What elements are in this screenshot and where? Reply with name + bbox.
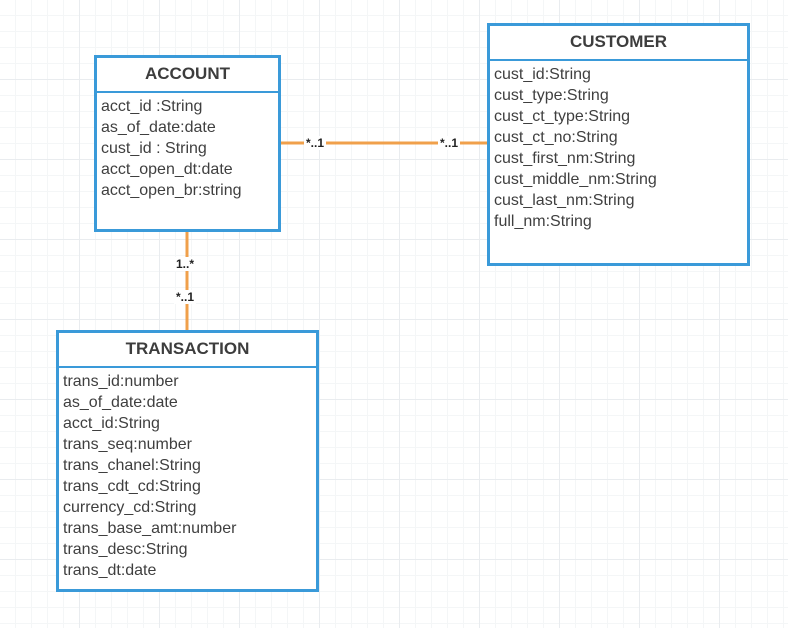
transaction-attribute: trans_base_amt:number <box>63 520 237 537</box>
account-attribute: cust_id : String <box>101 140 207 157</box>
customer-attribute: cust_last_nm:String <box>494 192 635 209</box>
transaction-attribute: trans_id:number <box>63 373 179 390</box>
customer-attribute: cust_first_nm:String <box>494 150 636 167</box>
account-attribute: acct_id :String <box>101 98 203 115</box>
customer-attribute: cust_type:String <box>494 87 609 104</box>
transaction-attribute: trans_seq:number <box>63 436 192 453</box>
account-title: ACCOUNT <box>97 58 278 93</box>
multiplicity-account-transaction-account-end: 1..* <box>174 257 197 271</box>
transaction-attribute-list: trans_id:number as_of_date:date acct_id:… <box>59 368 316 581</box>
account-entity[interactable]: ACCOUNT acct_id :String as_of_date:date … <box>94 55 281 232</box>
account-attribute: acct_open_dt:date <box>101 161 233 178</box>
customer-attribute: cust_ct_no:String <box>494 129 618 146</box>
multiplicity-account-customer-account-end: *..1 <box>304 136 327 150</box>
customer-attribute: cust_id:String <box>494 66 591 83</box>
customer-attribute: full_nm:String <box>494 213 592 230</box>
customer-entity[interactable]: CUSTOMER cust_id:String cust_type:String… <box>487 23 750 266</box>
customer-attribute: cust_middle_nm:String <box>494 171 657 188</box>
customer-title: CUSTOMER <box>490 26 747 61</box>
customer-attribute: cust_ct_type:String <box>494 108 631 125</box>
transaction-attribute: currency_cd:String <box>63 499 197 516</box>
account-attribute: as_of_date:date <box>101 119 216 136</box>
multiplicity-account-transaction-transaction-end: *..1 <box>174 290 197 304</box>
transaction-attribute: trans_chanel:String <box>63 457 201 474</box>
transaction-attribute: trans_dt:date <box>63 562 157 579</box>
account-attribute: acct_open_br:string <box>101 182 242 199</box>
transaction-attribute: acct_id:String <box>63 415 160 432</box>
transaction-entity[interactable]: TRANSACTION trans_id:number as_of_date:d… <box>56 330 319 592</box>
transaction-attribute: trans_cdt_cd:String <box>63 478 201 495</box>
transaction-attribute: trans_desc:String <box>63 541 188 558</box>
transaction-title: TRANSACTION <box>59 333 316 368</box>
transaction-attribute: as_of_date:date <box>63 394 178 411</box>
multiplicity-account-customer-customer-end: *..1 <box>438 136 461 150</box>
account-attribute-list: acct_id :String as_of_date:date cust_id … <box>97 93 278 201</box>
customer-attribute-list: cust_id:String cust_type:String cust_ct_… <box>490 61 747 232</box>
